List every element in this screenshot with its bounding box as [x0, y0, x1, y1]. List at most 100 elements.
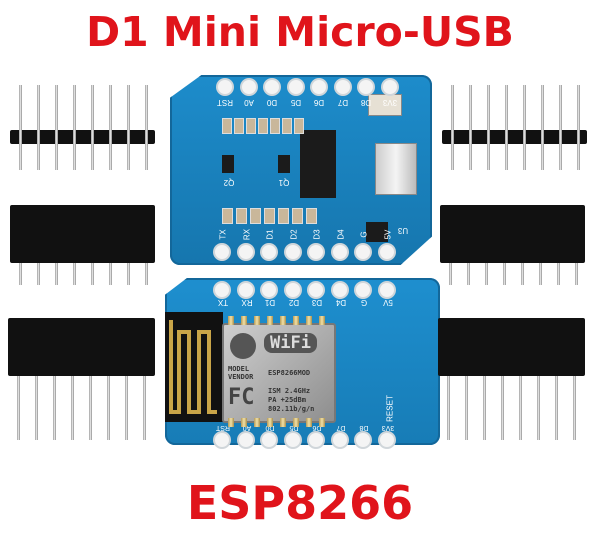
- pin-label: D6: [313, 98, 325, 107]
- header-pin: [17, 376, 20, 440]
- module-pad: [293, 418, 299, 427]
- module-pad: [319, 316, 325, 325]
- label-u3: U3: [397, 226, 409, 235]
- module-pad: [254, 418, 260, 427]
- smd-resistor: [236, 208, 247, 224]
- header-pin: [447, 376, 450, 440]
- fc-logo: FC: [228, 385, 255, 410]
- header-pin: [487, 85, 490, 170]
- reset-label: RESET: [385, 395, 395, 422]
- pin-label: A0: [243, 98, 254, 107]
- header-pin: [469, 85, 472, 170]
- pin-label: TX: [218, 229, 228, 240]
- pin-label: G: [359, 231, 369, 238]
- header-pin: [519, 376, 522, 440]
- pin-pad: [356, 283, 370, 297]
- header-pin: [451, 85, 454, 170]
- label-q1: Q1: [278, 178, 290, 187]
- pin-pad: [379, 245, 394, 259]
- pin-pad: [238, 433, 253, 447]
- pin-label: D3: [312, 229, 322, 240]
- pin-pad: [332, 283, 347, 297]
- header-pin: [523, 85, 526, 170]
- header-pin: [467, 263, 470, 285]
- header-pin: [557, 263, 560, 285]
- ism-text: ISM 2.4GHz: [268, 387, 311, 395]
- header-pin: [71, 376, 74, 440]
- pin-label: RX: [242, 228, 251, 241]
- pin-pad: [285, 433, 300, 447]
- module-pad: [306, 418, 312, 427]
- header-pin: [505, 85, 508, 170]
- espressif-logo-icon: [230, 333, 256, 359]
- module-pad: [228, 316, 234, 325]
- header-pin: [577, 85, 580, 170]
- header-pin: [37, 263, 40, 285]
- header-pin: [55, 85, 58, 170]
- pin-pad: [238, 283, 253, 297]
- female-header-long: [8, 318, 155, 376]
- pin-label: D7: [336, 424, 345, 431]
- product-subtitle: ESP8266: [186, 476, 414, 530]
- header-pin: [521, 263, 524, 285]
- header-pin: [483, 376, 486, 440]
- regulator-chip: [366, 222, 388, 242]
- pin-pad: [379, 283, 394, 297]
- pin-label: D2: [288, 298, 299, 307]
- smd-resistor: [222, 208, 233, 224]
- pin-pad: [309, 245, 323, 259]
- pcb-antenna: [165, 312, 223, 422]
- header-pin: [501, 376, 504, 440]
- pin-label: RX: [240, 298, 253, 307]
- header-pin: [91, 263, 94, 285]
- module-pad: [267, 316, 273, 325]
- module-pad: [228, 418, 234, 427]
- smd-resistor: [282, 118, 292, 134]
- header-pin: [573, 376, 576, 440]
- module-pad: [280, 418, 286, 427]
- smd-resistor: [292, 208, 303, 224]
- module-pad: [241, 316, 247, 325]
- antenna-trace-icon: [169, 320, 217, 414]
- pin-label: D8: [360, 98, 372, 107]
- model-text: MODEL: [228, 365, 250, 373]
- pin-label: 5V: [382, 298, 393, 307]
- header-pin: [89, 376, 92, 440]
- header-pin: [143, 376, 146, 440]
- pin-pad: [218, 80, 232, 94]
- header-pin: [127, 85, 130, 170]
- header-pin: [55, 263, 58, 285]
- pin-label: G: [360, 298, 368, 307]
- pin-pad: [262, 245, 276, 259]
- module-pad: [280, 316, 286, 325]
- pin-pad: [238, 245, 253, 259]
- female-header-short: [10, 205, 155, 263]
- smd-resistor: [270, 118, 280, 134]
- module-pad: [241, 418, 247, 427]
- smd-resistor: [222, 118, 232, 134]
- pin-label: D4: [335, 298, 346, 307]
- header-pin: [503, 263, 506, 285]
- pin-label: TX: [217, 298, 229, 307]
- header-pin: [109, 263, 112, 285]
- pin-pad: [241, 80, 256, 94]
- male-header-body: [442, 130, 587, 144]
- pin-pad: [356, 245, 370, 259]
- header-pin: [91, 85, 94, 170]
- header-pin: [575, 263, 578, 285]
- pin-label: 5V: [383, 229, 392, 240]
- pin-pad: [332, 433, 347, 447]
- header-pin: [541, 85, 544, 170]
- module-pad: [254, 316, 260, 325]
- pin-label: RST: [217, 98, 233, 107]
- smd-resistor: [258, 118, 268, 134]
- smd-resistor: [246, 118, 256, 134]
- pin-label: D4: [336, 229, 345, 240]
- header-pin: [537, 376, 540, 440]
- header-pin: [19, 85, 22, 170]
- pin-pad: [285, 283, 300, 297]
- header-pin: [19, 263, 22, 285]
- pin-label: D5: [290, 98, 301, 107]
- header-pin: [53, 376, 56, 440]
